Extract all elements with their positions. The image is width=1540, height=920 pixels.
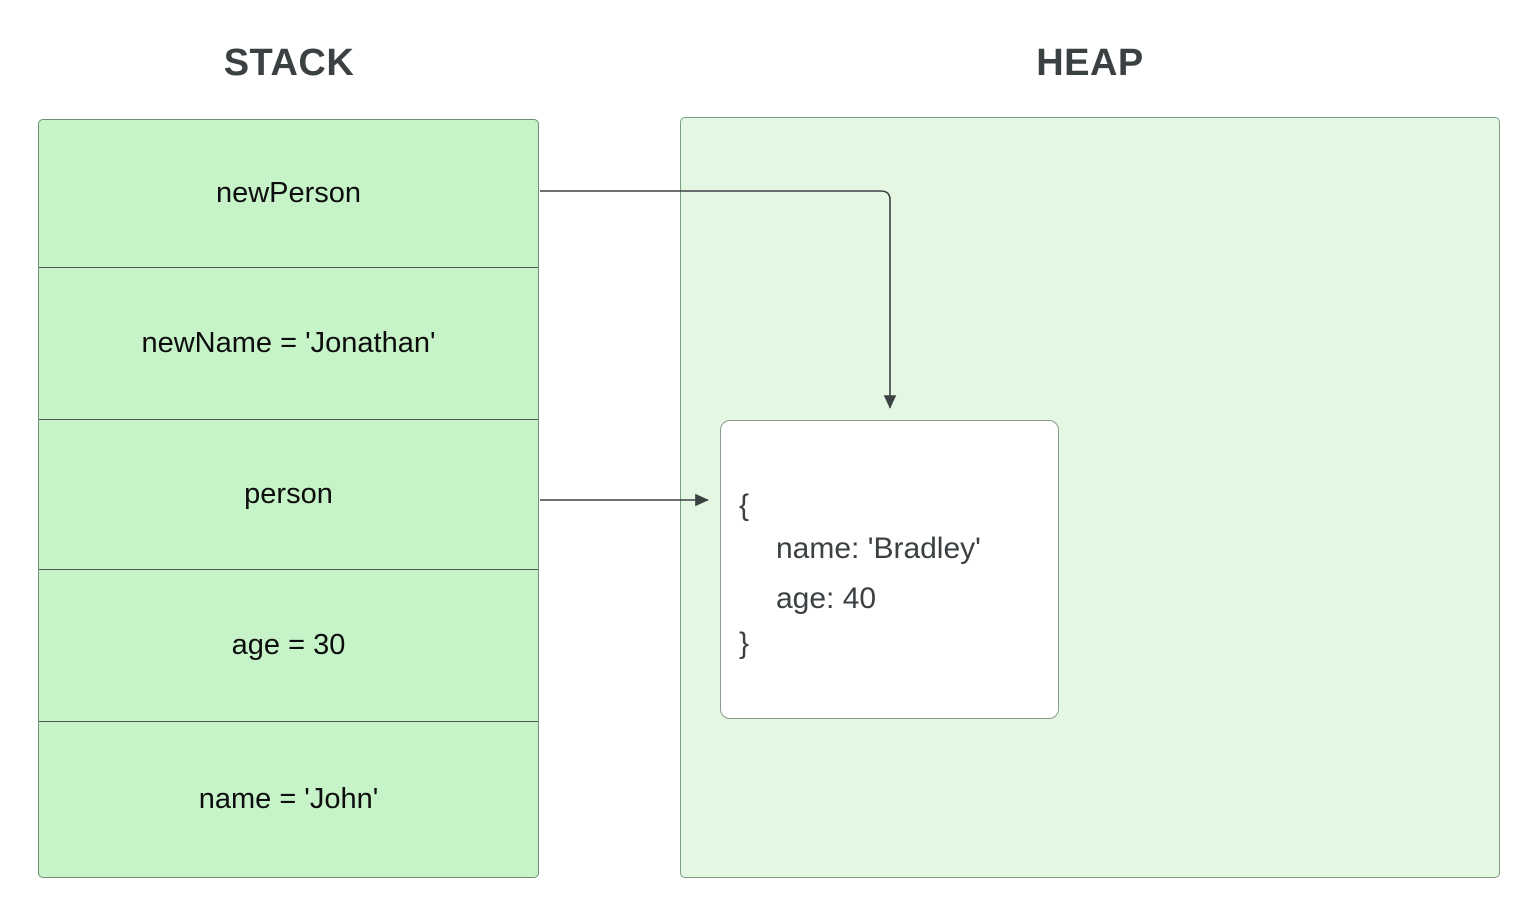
stack-title: STACK [223,42,355,84]
stack-container: newPerson newName = 'Jonathan' person ag… [38,119,539,878]
object-property-name: name: 'Bradley' [776,532,981,565]
stack-frame-name[interactable]: name = 'John' [39,721,538,877]
stack-frame-label: newName = 'Jonathan' [141,327,436,359]
stack-frame-label: newPerson [215,177,362,209]
stack-frame-label: name = 'John' [198,783,379,815]
stack-frame-newperson[interactable]: newPerson [39,120,538,267]
heap-title: HEAP [1036,42,1144,84]
object-open-brace: { [739,489,750,522]
stack-frame-person[interactable]: person [39,419,538,569]
stack-frame-age[interactable]: age = 30 [39,569,538,721]
stack-frame-label: person [244,478,333,510]
object-close-brace: } [739,627,750,660]
stack-frame-label: age = 30 [231,629,346,661]
object-property-age: age: 40 [776,582,877,615]
heap-object-node[interactable]: { name: 'Bradley' age: 40 } [720,420,1059,719]
stack-frame-newname[interactable]: newName = 'Jonathan' [39,267,538,419]
